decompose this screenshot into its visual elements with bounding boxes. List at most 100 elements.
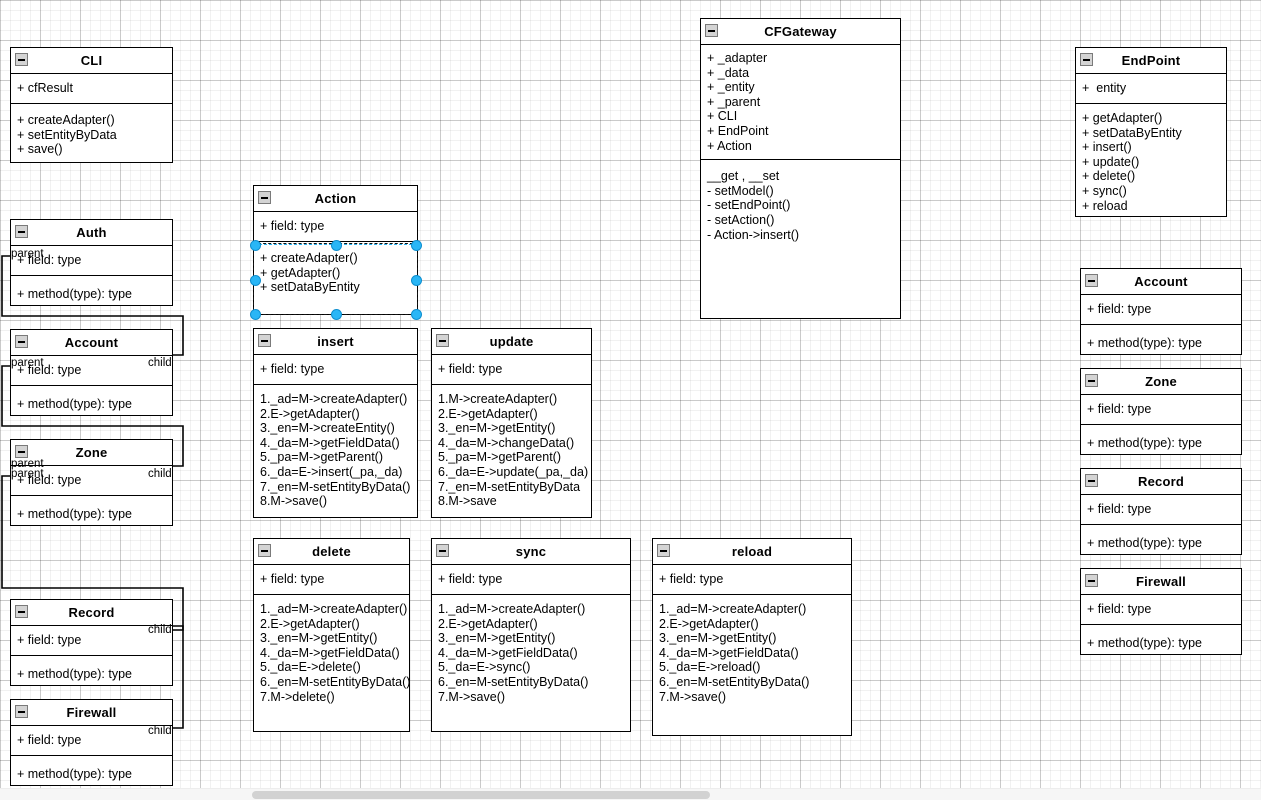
collapse-minus-icon[interactable] bbox=[15, 335, 28, 348]
operation-line: + method(type): type bbox=[1087, 636, 1202, 651]
attribute-line: + _data bbox=[707, 65, 750, 80]
class-header-cfgateway[interactable]: CFGateway bbox=[701, 19, 900, 45]
class-box-sync[interactable]: sync+ field: type 1._ad=M->createAdapter(… bbox=[431, 538, 631, 732]
class-box-cli[interactable]: CLI + cfResult + createAdapter()+ setEntit… bbox=[10, 47, 173, 163]
class-header-sync[interactable]: sync bbox=[432, 539, 630, 565]
operation-lines: + createAdapter()+ setEntityByData+ save… bbox=[17, 113, 167, 157]
class-header-reload[interactable]: reload bbox=[653, 539, 851, 565]
class-box-endpoint[interactable]: EndPoint + entity + getAdapter()+ setDataB… bbox=[1075, 47, 1227, 217]
operation-lines: 1._ad=M->createAdapter()2.E->getAdapter(… bbox=[659, 602, 846, 704]
operation-lines: + createAdapter()+ getAdapter()+ setData… bbox=[260, 251, 412, 295]
class-header-firewall-right[interactable]: Firewall bbox=[1081, 569, 1241, 595]
class-box-record-left[interactable]: Record+ field: type+ method(type): type bbox=[10, 599, 173, 686]
attribute-line: + Action bbox=[707, 138, 752, 153]
attributes-compartment-insert: + field: type bbox=[254, 355, 417, 385]
attribute-lines: + cfResult bbox=[17, 81, 73, 96]
attributes-compartment-update: + field: type bbox=[432, 355, 591, 385]
collapse-minus-icon[interactable] bbox=[1085, 474, 1098, 487]
class-header-zone-right[interactable]: Zone bbox=[1081, 369, 1241, 395]
handle-top-right[interactable] bbox=[411, 240, 422, 251]
collapse-minus-icon[interactable] bbox=[15, 53, 28, 66]
collapse-minus-icon[interactable] bbox=[15, 605, 28, 618]
operation-line: 6._da=E->update(_pa,_da) bbox=[438, 464, 589, 479]
minus-glyph bbox=[261, 549, 268, 552]
collapse-minus-icon[interactable] bbox=[258, 191, 271, 204]
operation-line: + createAdapter() bbox=[260, 251, 358, 265]
collapse-minus-icon[interactable] bbox=[1085, 374, 1098, 387]
class-box-auth[interactable]: Auth+ field: type+ method(type): type bbox=[10, 219, 173, 306]
class-header-record-left[interactable]: Record bbox=[11, 600, 172, 626]
collapse-minus-icon[interactable] bbox=[657, 544, 670, 557]
collapse-minus-icon[interactable] bbox=[436, 334, 449, 347]
operations-compartment-endpoint: + getAdapter()+ setDataByEntity+ insert(… bbox=[1076, 104, 1226, 219]
class-header-delete[interactable]: delete bbox=[254, 539, 409, 565]
class-name-insert: insert bbox=[317, 334, 354, 349]
collapse-minus-icon[interactable] bbox=[705, 24, 718, 37]
class-header-cli[interactable]: CLI bbox=[11, 48, 172, 74]
class-name-reload: reload bbox=[731, 544, 773, 559]
operation-line: 7.M->save() bbox=[438, 689, 506, 704]
attribute-lines: + field: type bbox=[1087, 502, 1151, 517]
class-header-insert[interactable]: insert bbox=[254, 329, 417, 355]
handle-bottom-left[interactable] bbox=[250, 309, 261, 320]
collapse-minus-icon[interactable] bbox=[258, 544, 271, 557]
operation-line: 1._ad=M->createAdapter() bbox=[438, 602, 586, 616]
class-box-firewall-right[interactable]: Firewall+ field: type+ method(type): typ… bbox=[1080, 568, 1242, 655]
collapse-minus-icon[interactable] bbox=[15, 445, 28, 458]
attribute-line: + field: type bbox=[260, 572, 325, 587]
class-box-record-right[interactable]: Record + field: type + method(type): type bbox=[1080, 468, 1242, 555]
attribute-line: + _entity bbox=[707, 80, 755, 95]
horizontal-scrollbar-thumb[interactable] bbox=[252, 791, 710, 799]
collapse-minus-icon[interactable] bbox=[15, 705, 28, 718]
operation-line: __get , __set bbox=[707, 169, 780, 184]
collapse-minus-icon[interactable] bbox=[436, 544, 449, 557]
class-header-endpoint[interactable]: EndPoint bbox=[1076, 48, 1226, 74]
operation-line: + method(type): type bbox=[17, 667, 132, 682]
class-name-action: Action bbox=[314, 191, 357, 206]
minus-glyph bbox=[660, 549, 667, 552]
attributes-compartment-sync: + field: type bbox=[432, 565, 630, 595]
handle-bottom-right[interactable] bbox=[411, 309, 422, 320]
class-box-account-right[interactable]: Account+ field: type+ method(type): type bbox=[1080, 268, 1242, 355]
handle-middle-left[interactable] bbox=[250, 275, 261, 286]
class-header-record-right[interactable]: Record bbox=[1081, 469, 1241, 495]
collapse-minus-icon[interactable] bbox=[1080, 53, 1093, 66]
class-header-firewall-left[interactable]: Firewall bbox=[11, 700, 172, 726]
class-box-cfgateway[interactable]: CFGateway+ _adapter+ _data+ _entity+ _pa… bbox=[700, 18, 901, 319]
handle-top-center[interactable] bbox=[331, 240, 342, 251]
operation-line: 2.E->getAdapter() bbox=[260, 616, 360, 631]
minus-glyph bbox=[1088, 379, 1095, 382]
class-box-zone-right[interactable]: Zone+ field: type+ method(type): type bbox=[1080, 368, 1242, 455]
class-name-endpoint: EndPoint bbox=[1121, 53, 1181, 68]
class-header-action[interactable]: Action bbox=[254, 186, 417, 212]
class-box-firewall-left[interactable]: Firewall+ field: type+ method(type): typ… bbox=[10, 699, 173, 786]
collapse-minus-icon[interactable] bbox=[1085, 274, 1098, 287]
attributes-compartment-zone-right: + field: type bbox=[1081, 395, 1241, 425]
handle-middle-right[interactable] bbox=[411, 275, 422, 286]
horizontal-scrollbar[interactable] bbox=[0, 788, 1261, 800]
operation-line: + method(type): type bbox=[17, 397, 132, 412]
handle-top-left[interactable] bbox=[250, 240, 261, 251]
operation-line: + method(type): type bbox=[1087, 536, 1202, 551]
attribute-line: + _parent bbox=[707, 94, 761, 109]
minus-glyph bbox=[261, 196, 268, 199]
operations-compartment-reload: 1._ad=M->createAdapter()2.E->getAdapter(… bbox=[653, 595, 851, 710]
operation-lines: + method(type): type bbox=[1087, 636, 1202, 651]
collapse-minus-icon[interactable] bbox=[1085, 574, 1098, 587]
class-header-auth[interactable]: Auth bbox=[11, 220, 172, 246]
handle-bottom-center[interactable] bbox=[331, 309, 342, 320]
class-header-account-left[interactable]: Account bbox=[11, 330, 172, 356]
collapse-minus-icon[interactable] bbox=[15, 225, 28, 238]
class-box-zone-left[interactable]: Zone+ field: type+ method(type): type bbox=[10, 439, 173, 526]
collapse-minus-icon[interactable] bbox=[258, 334, 271, 347]
class-name-firewall-right: Firewall bbox=[1135, 574, 1186, 589]
class-header-account-right[interactable]: Account bbox=[1081, 269, 1241, 295]
class-header-update[interactable]: update bbox=[432, 329, 591, 355]
class-box-account-left[interactable]: Account+ field: type+ method(type): type bbox=[10, 329, 173, 416]
attribute-line: + entity bbox=[1082, 81, 1127, 96]
